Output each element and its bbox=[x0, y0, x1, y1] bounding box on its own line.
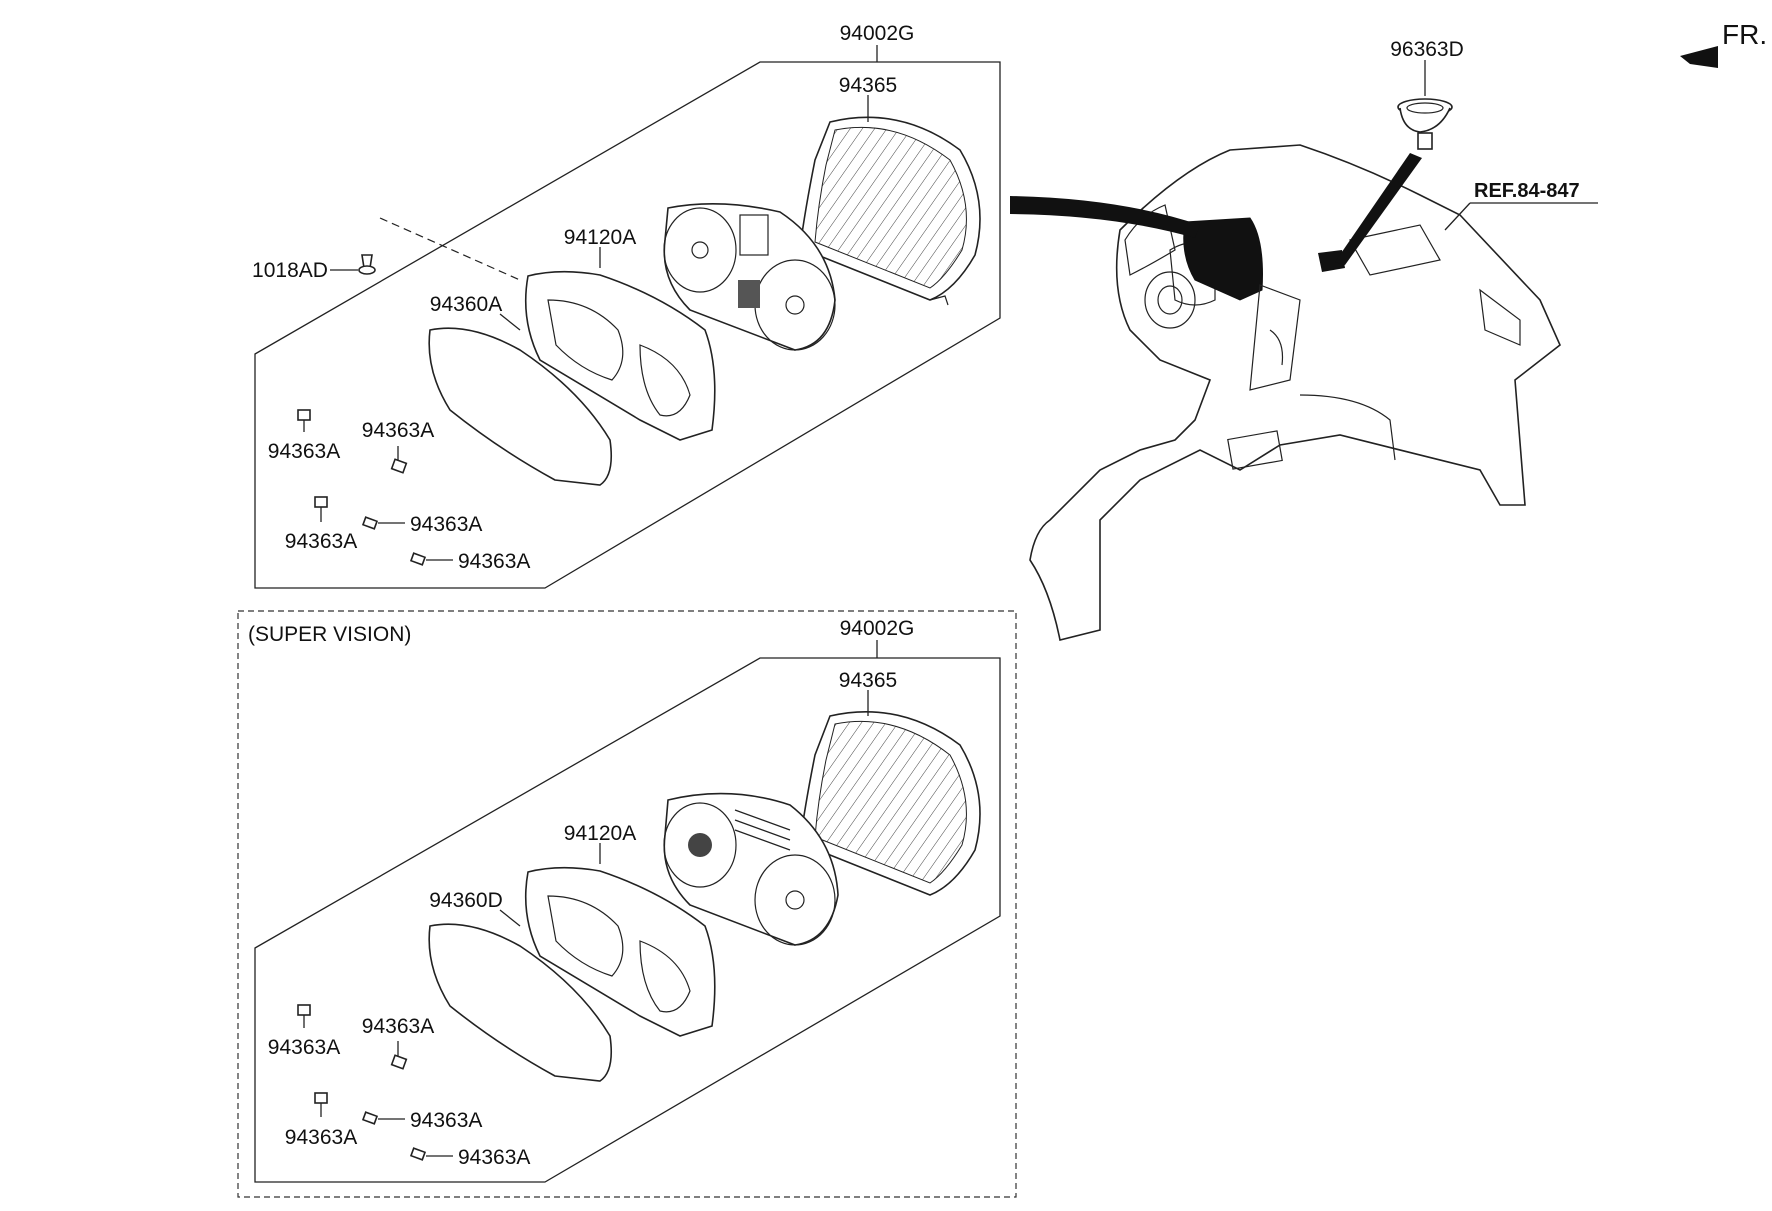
bottom-clip-1: 94363A bbox=[268, 1004, 340, 1059]
top-clip-1: 94363A bbox=[268, 409, 340, 463]
bottom-clip-2: 94363A bbox=[362, 1015, 434, 1070]
bottom-gauge-panel-part bbox=[663, 792, 839, 946]
bottom-assembly-label: 94002G bbox=[840, 617, 915, 640]
top-gauge-panel-part bbox=[663, 203, 836, 351]
svg-text:94363A: 94363A bbox=[285, 530, 357, 553]
bottom-housing-label: 94365 bbox=[839, 669, 897, 692]
dashboard-body bbox=[1029, 144, 1561, 641]
top-assembly-frame bbox=[254, 61, 1001, 589]
top-clip-5: 94363A bbox=[409, 550, 530, 573]
top-housing-part bbox=[799, 116, 981, 306]
svg-text:94363A: 94363A bbox=[362, 1015, 434, 1038]
top-screw-label: 1018AD bbox=[252, 259, 328, 282]
speaker-pointer bbox=[1335, 153, 1422, 265]
cluster-pointer bbox=[1010, 196, 1200, 238]
bottom-bezel-part bbox=[428, 923, 613, 1082]
top-clip-4: 94363A bbox=[361, 513, 482, 536]
top-gauge-panel-label: 94120A bbox=[564, 226, 636, 249]
dashboard-cluster-highlight bbox=[1183, 217, 1263, 301]
bottom-housing-part bbox=[799, 711, 981, 896]
svg-text:94363A: 94363A bbox=[268, 440, 340, 463]
svg-text:94363A: 94363A bbox=[285, 1126, 357, 1149]
top-screw-part bbox=[358, 254, 376, 275]
top-lens-label: 94360A bbox=[430, 293, 502, 316]
bottom-clip-5: 94363A bbox=[409, 1146, 530, 1169]
bottom-lens-part bbox=[524, 866, 716, 1037]
svg-text:94363A: 94363A bbox=[410, 1109, 482, 1132]
speaker-label: 96363D bbox=[1390, 38, 1464, 61]
speaker-part bbox=[1397, 98, 1453, 150]
top-clip-2: 94363A bbox=[362, 419, 434, 474]
svg-text:94363A: 94363A bbox=[458, 550, 530, 573]
front-label: FR. bbox=[1722, 19, 1767, 50]
top-assembly-label: 94002G bbox=[840, 22, 915, 45]
bottom-assembly-group: (SUPER VISION) 94002G 94365 94120A bbox=[237, 610, 1017, 1198]
svg-text:94363A: 94363A bbox=[362, 419, 434, 442]
super-vision-box bbox=[237, 610, 1017, 1198]
bottom-clip-3: 94363A bbox=[285, 1092, 357, 1149]
dashboard-view: 96363D REF.84-847 bbox=[1010, 38, 1598, 641]
top-housing-label: 94365 bbox=[839, 74, 897, 97]
super-vision-title: (SUPER VISION) bbox=[248, 623, 411, 646]
bottom-clip-4: 94363A bbox=[361, 1109, 482, 1132]
top-assembly-group: 94002G 94365 94120A 94360A bbox=[252, 22, 1001, 589]
svg-text:94363A: 94363A bbox=[458, 1146, 530, 1169]
svg-text:94363A: 94363A bbox=[268, 1036, 340, 1059]
reference-label: REF.84-847 bbox=[1474, 180, 1580, 202]
bottom-assembly-frame bbox=[254, 657, 1001, 1183]
top-clip-3: 94363A bbox=[285, 496, 357, 553]
dashboard-speaker-highlight bbox=[1318, 250, 1345, 272]
svg-text:94363A: 94363A bbox=[410, 513, 482, 536]
front-arrow-icon bbox=[1680, 46, 1718, 68]
bottom-gauge-panel-label: 94120A bbox=[564, 822, 636, 845]
top-bezel-part bbox=[428, 327, 613, 486]
top-lens-part bbox=[524, 270, 716, 441]
front-direction-indicator: FR. bbox=[1680, 19, 1767, 68]
bottom-lens-label: 94360D bbox=[429, 889, 503, 912]
